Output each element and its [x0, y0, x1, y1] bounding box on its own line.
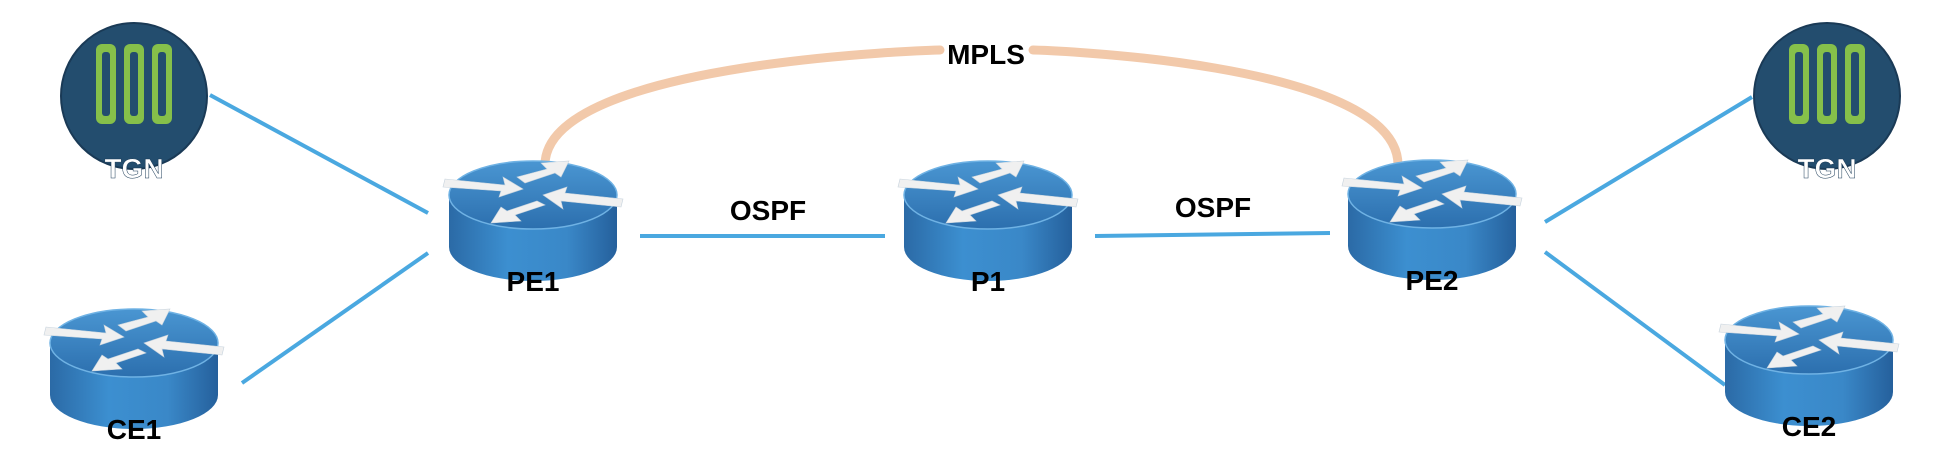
tgn-right-node: TGN [1753, 22, 1901, 184]
router-icon [898, 161, 1078, 281]
router-icon [1342, 160, 1522, 280]
ce1-router: CE1 [44, 309, 224, 445]
link-pe2-ce2 [1543, 250, 1727, 387]
router-icon [443, 161, 623, 281]
pe1-router: PE1 [443, 161, 623, 297]
p1-router: P1 [898, 161, 1078, 297]
server-icon [1753, 22, 1901, 170]
link-ce1-pe1 [240, 251, 430, 385]
router-icon [1719, 306, 1899, 426]
pe2-router: PE2 [1342, 160, 1522, 296]
tgn-right-label: TGN [1797, 153, 1856, 184]
links [209, 93, 1754, 387]
server-icon [60, 22, 208, 170]
tgn-left-label: TGN [104, 153, 163, 184]
link-pe2-tgn-right [1543, 95, 1754, 224]
ce2-router: CE2 [1719, 306, 1899, 442]
mpls-label: MPLS [947, 39, 1025, 70]
pe1-label: PE1 [507, 266, 560, 297]
pe2-label: PE2 [1406, 265, 1459, 296]
tgn-left-node: TGN [60, 22, 208, 184]
router-icon [44, 309, 224, 429]
link-p1-pe2 [1094, 231, 1331, 238]
ce1-label: CE1 [107, 414, 161, 445]
ce2-label: CE2 [1782, 411, 1836, 442]
ospf-left-label: OSPF [730, 195, 806, 226]
link-tgn-left-pe1 [209, 93, 429, 215]
mpls-arc [540, 45, 1403, 170]
p1-label: P1 [971, 266, 1005, 297]
ospf-right-label: OSPF [1175, 192, 1251, 223]
